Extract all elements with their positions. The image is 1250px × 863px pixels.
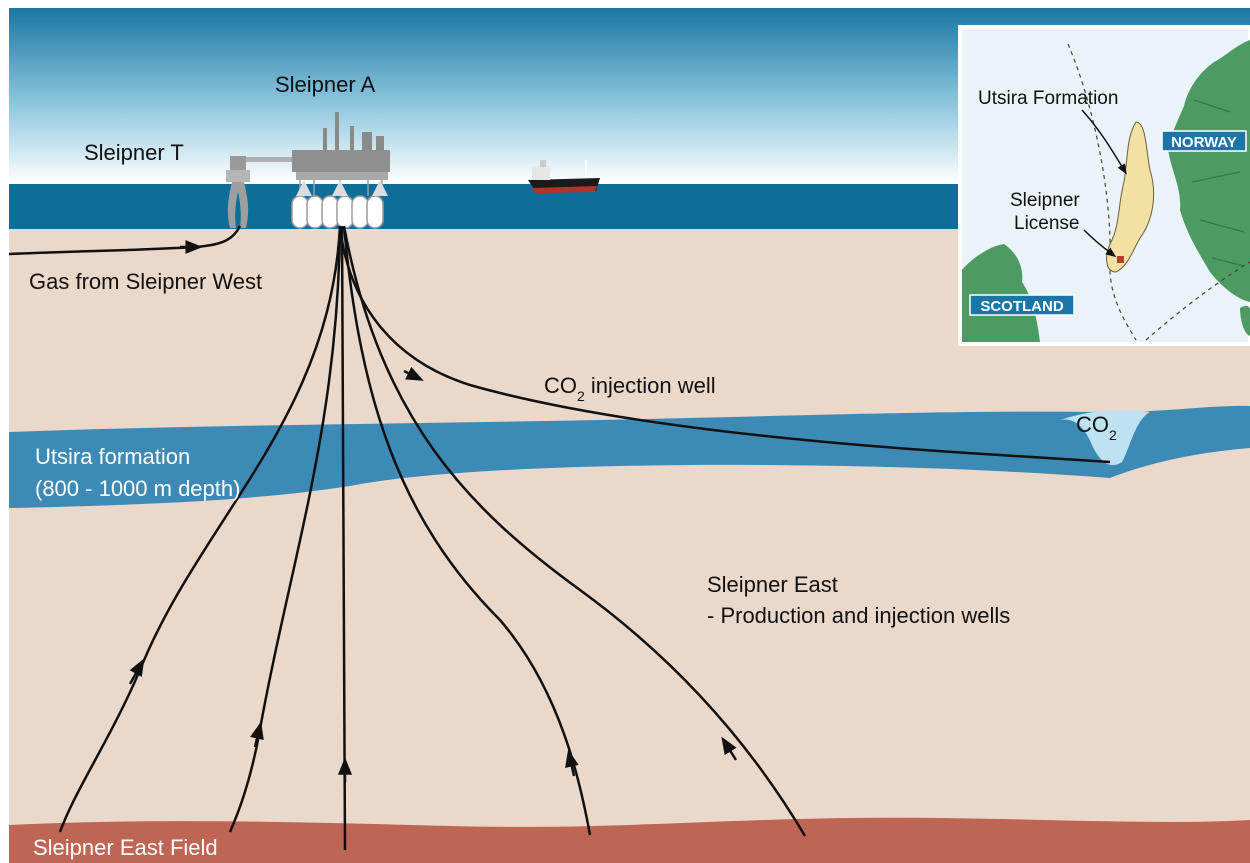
island-small [1240, 305, 1250, 336]
utsira-formation-map-label: Utsira Formation [978, 88, 1118, 109]
sleipner-t-label: Sleipner T [84, 140, 184, 165]
injection-arrow [403, 366, 424, 381]
co2-injection-well-label: CO2 injection well [544, 373, 716, 404]
norway-land [1168, 40, 1250, 302]
utsira-formation-outline [1106, 121, 1155, 273]
production-well-5 [342, 225, 807, 837]
license-pointer [1083, 229, 1117, 258]
sleipner-license-label-line2: License [1014, 213, 1080, 234]
utsira-label-line1: Utsira formation [35, 444, 190, 469]
sleipner-t-platform [226, 156, 292, 228]
gas-pipeline [8, 225, 242, 256]
production-well-3 [340, 225, 347, 851]
sleipner-a-label: Sleipner A [275, 72, 376, 97]
flow-arrow-1 [128, 658, 145, 685]
gas-from-west-label: Gas from Sleipner West [29, 269, 262, 294]
production-well-1 [58, 225, 342, 833]
sleipner-east-field-label: Sleipner East Field [33, 835, 218, 860]
utsira-formation-layer [9, 405, 1250, 508]
norway-label-box [1161, 130, 1247, 152]
sleipner-east-field-layer [9, 817, 1250, 863]
sleipner-east-label-line1: Sleipner East [707, 572, 838, 597]
co2-injection-well [338, 225, 1111, 464]
sleipner-license-label-line1: Sleipner [1010, 190, 1080, 211]
utsira-label-line2: (800 - 1000 m depth) [35, 476, 240, 501]
utsira-pointer [1081, 109, 1127, 175]
scotland-label-box [969, 294, 1075, 316]
tanker-ship [528, 160, 600, 193]
sector-boundary-west [1067, 43, 1137, 341]
flow-arrow-5 [721, 736, 738, 761]
norway-label: NORWAY [1171, 134, 1237, 151]
flow-arrow-4 [565, 749, 579, 777]
co2-plume-label: CO2 [1076, 412, 1117, 443]
flow-arrow-2 [250, 721, 264, 748]
sleipner-a-platform [291, 112, 390, 229]
scotland-land [962, 244, 1040, 342]
co2-plume [1060, 410, 1150, 466]
production-flow-arrows [128, 658, 738, 782]
scotland-label: SCOTLAND [980, 298, 1063, 315]
sleipner-east-label-line2: - Production and injection wells [707, 603, 1010, 628]
inset-map: Utsira Formation Sleipner License NORWAY… [958, 25, 1250, 346]
sleipner-license-marker [1117, 256, 1124, 263]
production-well-2 [228, 225, 342, 833]
